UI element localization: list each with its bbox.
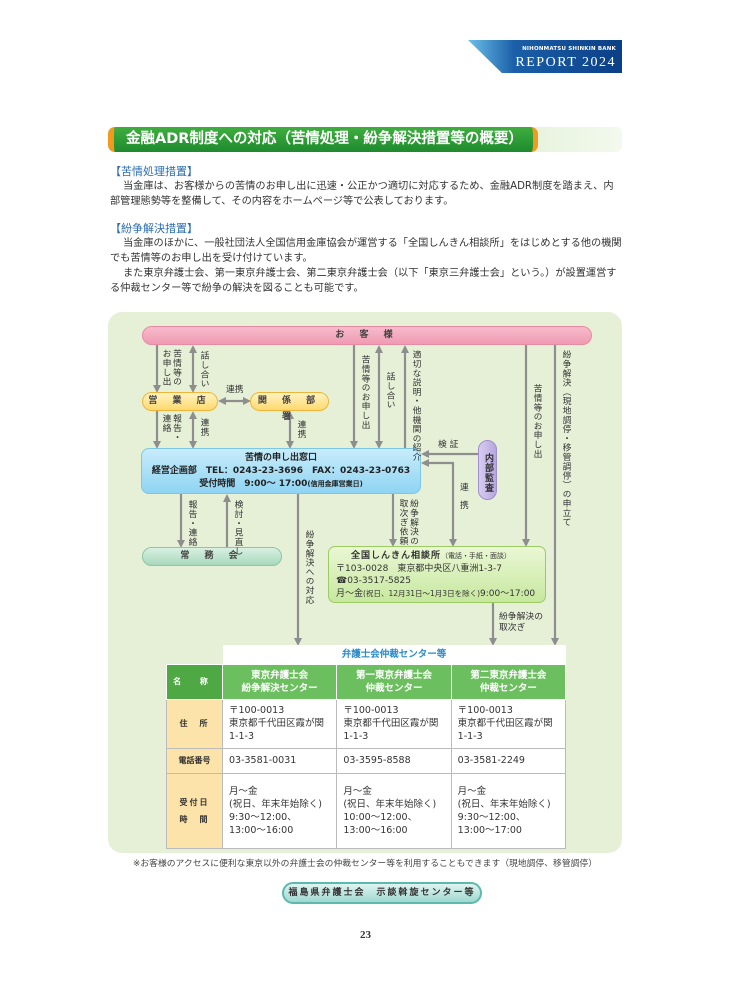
- label-renkei-3: 連 携: [460, 483, 469, 511]
- table-cell: 月～金 (祝日、年末年始除く) 9:30～12:00、 13:00～16:00: [221, 772, 338, 849]
- label-complaint-1: 苦情等の お申し出: [160, 349, 182, 387]
- table-caption: 弁護士会仲裁センター等: [222, 645, 566, 664]
- table-row: 住 所 〒100-0013 東京都千代田区霞が関 1-1-3 〒100-0013…: [166, 698, 567, 749]
- customer-bar: お 客 様: [142, 326, 592, 345]
- bank-name: NIHONMATSU SHINKIN BANK: [522, 46, 616, 52]
- label-complaint-3: 苦情等のお申し出: [531, 384, 542, 459]
- label-renkei-horizontal: 連携: [226, 385, 244, 395]
- complaint-window-hours-note: (信用金庫営業日): [307, 480, 363, 488]
- table-cell: 03-3581-0031: [221, 747, 338, 774]
- zenkoku-hours-time: 9:00～17:00: [480, 588, 536, 599]
- fukushima-bar-association-label: 福島県弁護士会 示談斡旋センター等: [282, 882, 482, 904]
- row-label: 住 所: [166, 698, 223, 749]
- branch-box: 営 業 店: [142, 392, 218, 411]
- zenkoku-hours-note: (祝日、12月31日～1月3日を除く): [363, 588, 480, 598]
- table-cell: 〒100-0013 東京都千代田区霞が関 1-1-3: [450, 698, 567, 749]
- label-report-2: 報告・連絡: [186, 500, 197, 547]
- label-complaint-2: 苦情等のお申し出: [359, 355, 370, 430]
- label-renkei-1: 連携: [198, 418, 209, 437]
- complaint-window-contact: 経営企画部 TEL：0243-23-3696 FAX：0243-23-0763: [151, 466, 411, 476]
- label-forward: 紛争解決の 取次ぎ: [499, 612, 543, 633]
- zenkoku-address: 〒103-0028 東京都中央区八重洲1-3-7: [336, 563, 503, 574]
- label-forward-request: 紛争解決の 取次ぎ依頼: [397, 499, 419, 546]
- related-dept-box: 関 係 部 署: [250, 392, 329, 422]
- table-cell: 月～金 (祝日、年末年始除く) 10:00～12:00、 13:00～16:00: [336, 772, 452, 849]
- internal-audit-box: 内部監査: [478, 440, 497, 500]
- report-title: REPORT 2024: [515, 55, 616, 70]
- column-header: 第二東京弁護士会 仲裁センター: [450, 663, 567, 700]
- label-response: 紛争解決への対応: [303, 530, 314, 605]
- zenkoku-title-note: （電話・手紙・面談）: [441, 552, 512, 560]
- label-renkei-2: 連携: [295, 420, 306, 439]
- executive-board-box: 常 務 会: [142, 547, 282, 566]
- section-text-dispute-1: 当金庫のほかに、一般社団法人全国信用金庫協会が運営する「全国しんきん相談所」をは…: [110, 238, 622, 264]
- label-petition: 紛争解決（現地調停・移管調停）の申立て: [560, 350, 571, 527]
- page-title: 金融ADR制度への対応（苦情処理・紛争解決措置等の概要）: [108, 127, 538, 152]
- table-cell: 月～金 (祝日、年末年始除く) 9:30～12:00、 13:00～17:00: [450, 772, 567, 849]
- complaint-window-box: 苦情の申し出窓口 経営企画部 TEL：0243-23-3696 FAX：0243…: [141, 448, 421, 494]
- row-label: 電話番号: [166, 747, 223, 774]
- page-number: 23: [360, 929, 371, 941]
- table-row: 電話番号 03-3581-0031 03-3595-8588 03-3581-2…: [166, 747, 567, 774]
- section-heading-complaint: 【苦情処理措置】: [110, 165, 198, 178]
- zenkoku-phone: ☎03-3517-5825: [336, 576, 411, 586]
- section-text-complaint: 当金庫は、お客様からの苦情のお申し出に迅速・公正かつ適切に対応するため、金融AD…: [110, 181, 614, 207]
- label-report-1: 報告・ 連絡: [160, 414, 182, 442]
- column-header: 東京弁護士会 紛争解決センター: [221, 663, 338, 700]
- label-explain: 適切な説明・他機関の紹介: [410, 350, 421, 462]
- table-row: 受付日 時 間 月～金 (祝日、年末年始除く) 9:30～12:00、 13:0…: [166, 772, 567, 849]
- section-heading-dispute: 【紛争解決措置】: [110, 222, 198, 235]
- table-cell: 03-3595-8588: [336, 747, 452, 774]
- arbitration-center-table: 弁護士会仲裁センター等 名 称 東京弁護士会 紛争解決センター 第一東京弁護士会…: [166, 645, 567, 849]
- footnote: ※お客様のアクセスに便利な東京以外の弁護士会の仲裁センター等を利用することもでき…: [132, 859, 598, 869]
- label-verify: 検 証: [438, 440, 459, 450]
- label-talk-2: 話し合い: [384, 372, 395, 410]
- zenkoku-shinkin-consultation-box: 全国しんきん相談所（電話・手紙・面談） 〒103-0028 東京都中央区八重洲1…: [328, 546, 546, 603]
- zenkoku-hours-days: 月～金: [336, 588, 364, 599]
- label-talk-1: 話し合い: [198, 351, 209, 389]
- complaint-window-title: 苦情の申し出窓口: [244, 453, 317, 463]
- row-label: 受付日 時 間: [166, 772, 223, 849]
- complaint-window-hours: 受付時間 9:00～ 17:00: [199, 479, 308, 489]
- label-review: 検討・見直し: [232, 500, 243, 556]
- zenkoku-title: 全国しんきん相談所: [351, 551, 442, 561]
- table-cell: 〒100-0013 東京都千代田区霞が関 1-1-3: [221, 698, 338, 749]
- table-cell: 03-3581-2249: [450, 747, 567, 774]
- section-text-dispute-2: また東京弁護士会、第一東京弁護士会、第二東京弁護士会（以下「東京三弁護士会」とい…: [110, 268, 617, 294]
- column-header: 第一東京弁護士会 仲裁センター: [336, 663, 452, 700]
- table-cell: 〒100-0013 東京都千代田区霞が関 1-1-3: [336, 698, 452, 749]
- header-label-name: 名 称: [166, 663, 223, 700]
